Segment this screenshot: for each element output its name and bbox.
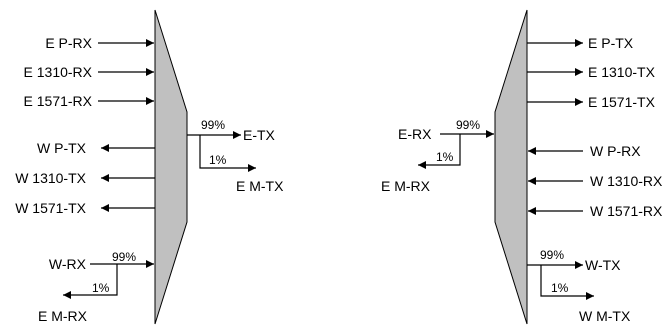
left-input-label: E P-RX — [45, 35, 92, 51]
right-input-label: W 1571-RX — [590, 203, 663, 219]
right-input-label: W 1310-RX — [590, 173, 663, 189]
left-input-2: E 1310-RX — [24, 64, 154, 80]
left-input-3: E 1571-RX — [24, 93, 154, 109]
left-output-label: W 1310-TX — [15, 170, 86, 186]
left-mux-body — [154, 9, 188, 325]
right-coupler-in-tap-pct: 1% — [436, 150, 454, 164]
left-coupler-in-label: W-RX — [49, 256, 87, 272]
left-input-1: E P-RX — [45, 35, 154, 51]
right-input-label: W P-RX — [590, 143, 641, 159]
left-coupler-out-label: E-TX — [243, 127, 276, 143]
left-output-3: W 1571-TX — [15, 200, 155, 216]
left-output-label: W P-TX — [37, 140, 87, 156]
right-output-label: E 1310-TX — [588, 64, 656, 80]
left-coupler-in-pct: 99% — [112, 250, 136, 264]
right-mux-body — [494, 9, 528, 325]
right-input-3: W 1571-RX — [528, 203, 663, 219]
left-input-label: E 1571-RX — [24, 93, 93, 109]
right-output-label: E P-TX — [588, 35, 634, 51]
left-coupler-in: W-RX 99% 1% E M-RX — [38, 250, 154, 324]
left-coupler-out-tap-label: E M-TX — [236, 178, 284, 194]
right-output-3: E 1571-TX — [527, 94, 656, 110]
right-input-1: W P-RX — [528, 143, 641, 159]
left-coupler-out-pct: 99% — [201, 118, 225, 132]
right-output-label: E 1571-TX — [588, 94, 656, 110]
left-output-label: W 1571-TX — [15, 200, 86, 216]
right-coupler-in-label: E-RX — [398, 126, 432, 142]
left-input-label: E 1310-RX — [24, 64, 93, 80]
right-coupler-out-tap-label: W M-TX — [579, 308, 631, 324]
right-coupler-in-pct: 99% — [456, 118, 480, 132]
right-output-1: E P-TX — [527, 35, 634, 51]
right-output-2: E 1310-TX — [527, 64, 656, 80]
right-coupler-in-tap-label: E M-RX — [381, 178, 431, 194]
left-coupler-in-tap-label: E M-RX — [38, 308, 88, 324]
left-coupler-out-tap-pct: 1% — [209, 153, 227, 167]
right-coupler-in: E-RX 99% 1% E M-RX — [381, 118, 494, 194]
right-coupler-out: 99% W-TX 1% W M-TX — [527, 248, 631, 324]
left-coupler-in-tap-pct: 1% — [92, 281, 110, 295]
right-coupler-out-label: W-TX — [585, 257, 621, 273]
left-coupler-out: 99% E-TX 1% E M-TX — [187, 118, 284, 194]
right-coupler-out-tap-pct: 1% — [551, 281, 569, 295]
left-output-2: W 1310-TX — [15, 170, 155, 186]
right-input-2: W 1310-RX — [528, 173, 663, 189]
right-coupler-out-pct: 99% — [540, 248, 564, 262]
left-output-1: W P-TX — [37, 140, 155, 156]
